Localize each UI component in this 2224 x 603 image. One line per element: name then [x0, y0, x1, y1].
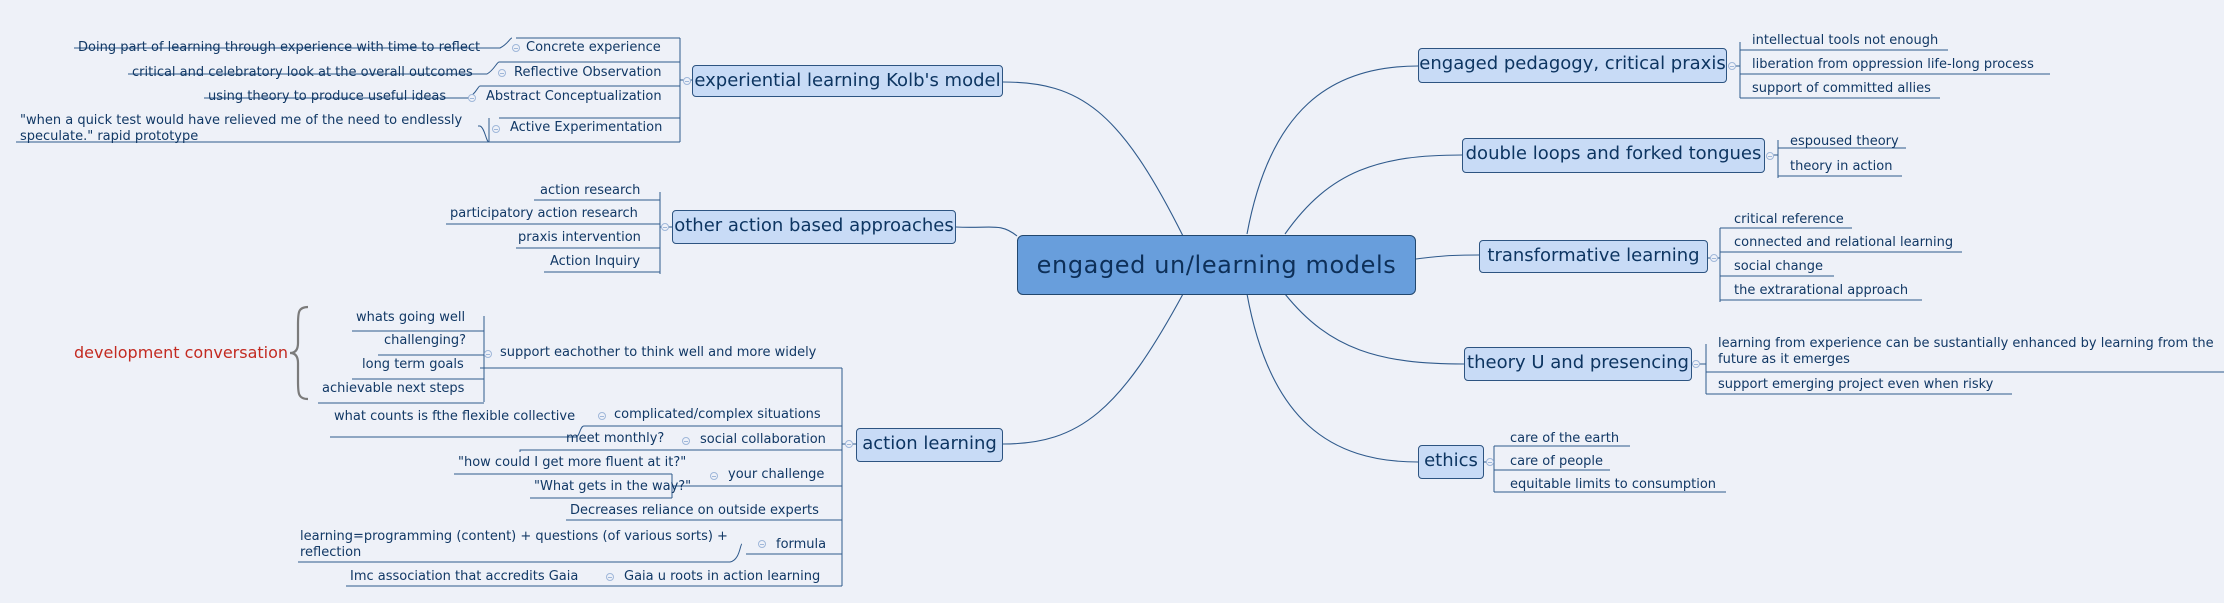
other-action-research[interactable]: action research: [540, 183, 641, 198]
formula-detail: learning=programming (content) + questio…: [300, 529, 728, 560]
topic-ethics[interactable]: ethics: [1418, 445, 1484, 479]
collapse-toggle-icon[interactable]: [598, 412, 606, 420]
topic-theory-u[interactable]: theory U and presencing: [1464, 347, 1692, 381]
theoryu-emerging[interactable]: support emerging project even when risky: [1718, 377, 1994, 392]
kolb-detail-concrete: Doing part of learning through experienc…: [78, 40, 481, 55]
collapse-toggle-icon[interactable]: [512, 44, 520, 52]
collapse-toggle-icon[interactable]: [710, 472, 718, 480]
pedagogy-allies[interactable]: support of committed allies: [1752, 81, 1931, 96]
support-going-well[interactable]: whats going well: [356, 310, 466, 325]
loops-in-action[interactable]: theory in action: [1790, 159, 1893, 174]
collapse-toggle-icon[interactable]: [492, 125, 500, 133]
kolb-detail-abstract: using theory to produce useful ideas: [208, 89, 447, 104]
kolb-item-reflective[interactable]: Reflective Observation: [514, 65, 662, 80]
kolb-item-active[interactable]: Active Experimentation: [510, 120, 663, 135]
topic-double-loops[interactable]: double loops and forked tongues: [1462, 138, 1765, 173]
support-next-steps[interactable]: achievable next steps: [322, 381, 465, 396]
challenge-fluent[interactable]: "how could I get more fluent at it?": [458, 455, 687, 470]
other-praxis[interactable]: praxis intervention: [518, 230, 641, 245]
central-topic[interactable]: engaged un/learning models: [1017, 235, 1416, 295]
kolb-detail-reflective: critical and celebratory look at the ove…: [132, 65, 473, 80]
collapse-toggle-icon[interactable]: [484, 350, 492, 358]
kolb-item-abstract[interactable]: Abstract Conceptualization: [486, 89, 662, 104]
topic-transformative[interactable]: transformative learning: [1479, 240, 1708, 273]
curly-brace-icon: [289, 305, 309, 401]
collapse-toggle-icon[interactable]: [1728, 62, 1736, 70]
collapse-toggle-icon[interactable]: [845, 440, 853, 448]
collapse-toggle-icon[interactable]: [498, 69, 506, 77]
challenge-way[interactable]: "What gets in the way?": [534, 479, 692, 494]
kolb-item-concrete[interactable]: Concrete experience: [526, 40, 661, 55]
support-challenging[interactable]: challenging?: [384, 333, 467, 348]
collapse-toggle-icon[interactable]: [682, 437, 690, 445]
action-social[interactable]: social collaboration: [700, 432, 826, 447]
topic-action-learning[interactable]: action learning: [856, 428, 1003, 462]
topic-kolb[interactable]: experiential learning Kolb's model: [692, 65, 1003, 97]
other-action-inquiry[interactable]: Action Inquiry: [550, 254, 641, 269]
ethics-earth[interactable]: care of the earth: [1510, 431, 1620, 446]
gaia-detail: Imc association that accredits Gaia: [350, 569, 579, 584]
collapse-toggle-icon[interactable]: [1486, 458, 1494, 466]
collapse-toggle-icon[interactable]: [683, 77, 691, 85]
support-long-term[interactable]: long term goals: [362, 357, 464, 372]
pedagogy-liberation[interactable]: liberation from oppression life-long pro…: [1752, 57, 2034, 72]
collapse-toggle-icon[interactable]: [468, 94, 476, 102]
ethics-people[interactable]: care of people: [1510, 454, 1604, 469]
collapse-toggle-icon[interactable]: [1692, 360, 1700, 368]
pedagogy-tools[interactable]: intellectual tools not enough: [1752, 33, 1939, 48]
collapse-toggle-icon[interactable]: [1766, 152, 1774, 160]
transformative-relational[interactable]: connected and relational learning: [1734, 235, 1954, 250]
social-detail: meet monthly?: [566, 431, 665, 446]
collapse-toggle-icon[interactable]: [606, 573, 614, 581]
action-support[interactable]: support eachother to think well and more…: [500, 345, 817, 360]
other-participatory[interactable]: participatory action research: [450, 206, 638, 221]
complicated-detail: what counts is fthe flexible collective: [334, 409, 576, 424]
ethics-limits[interactable]: equitable limits to consumption: [1510, 477, 1717, 492]
action-complicated[interactable]: complicated/complex situations: [614, 407, 821, 422]
action-reliance[interactable]: Decreases reliance on outside experts: [570, 503, 819, 518]
collapse-toggle-icon[interactable]: [661, 223, 669, 231]
kolb-detail-active: "when a quick test would have relieved m…: [20, 113, 463, 144]
transformative-extrarational[interactable]: the extrarational approach: [1734, 283, 1909, 298]
transformative-social[interactable]: social change: [1734, 259, 1824, 274]
action-gaia[interactable]: Gaia u roots in action learning: [624, 569, 821, 584]
note-development-conversation: development conversation: [74, 343, 289, 362]
action-formula[interactable]: formula: [776, 537, 827, 552]
transformative-reference[interactable]: critical reference: [1734, 212, 1844, 227]
loops-espoused[interactable]: espoused theory: [1790, 134, 1899, 149]
collapse-toggle-icon[interactable]: [1710, 254, 1718, 262]
collapse-toggle-icon[interactable]: [758, 540, 766, 548]
theoryu-future[interactable]: learning from experience can be sustanti…: [1718, 336, 2214, 367]
topic-engaged-pedagogy[interactable]: engaged pedagogy, critical praxis: [1418, 48, 1727, 83]
action-challenge[interactable]: your challenge: [728, 467, 825, 482]
topic-other-approaches[interactable]: other action based approaches: [672, 210, 956, 244]
